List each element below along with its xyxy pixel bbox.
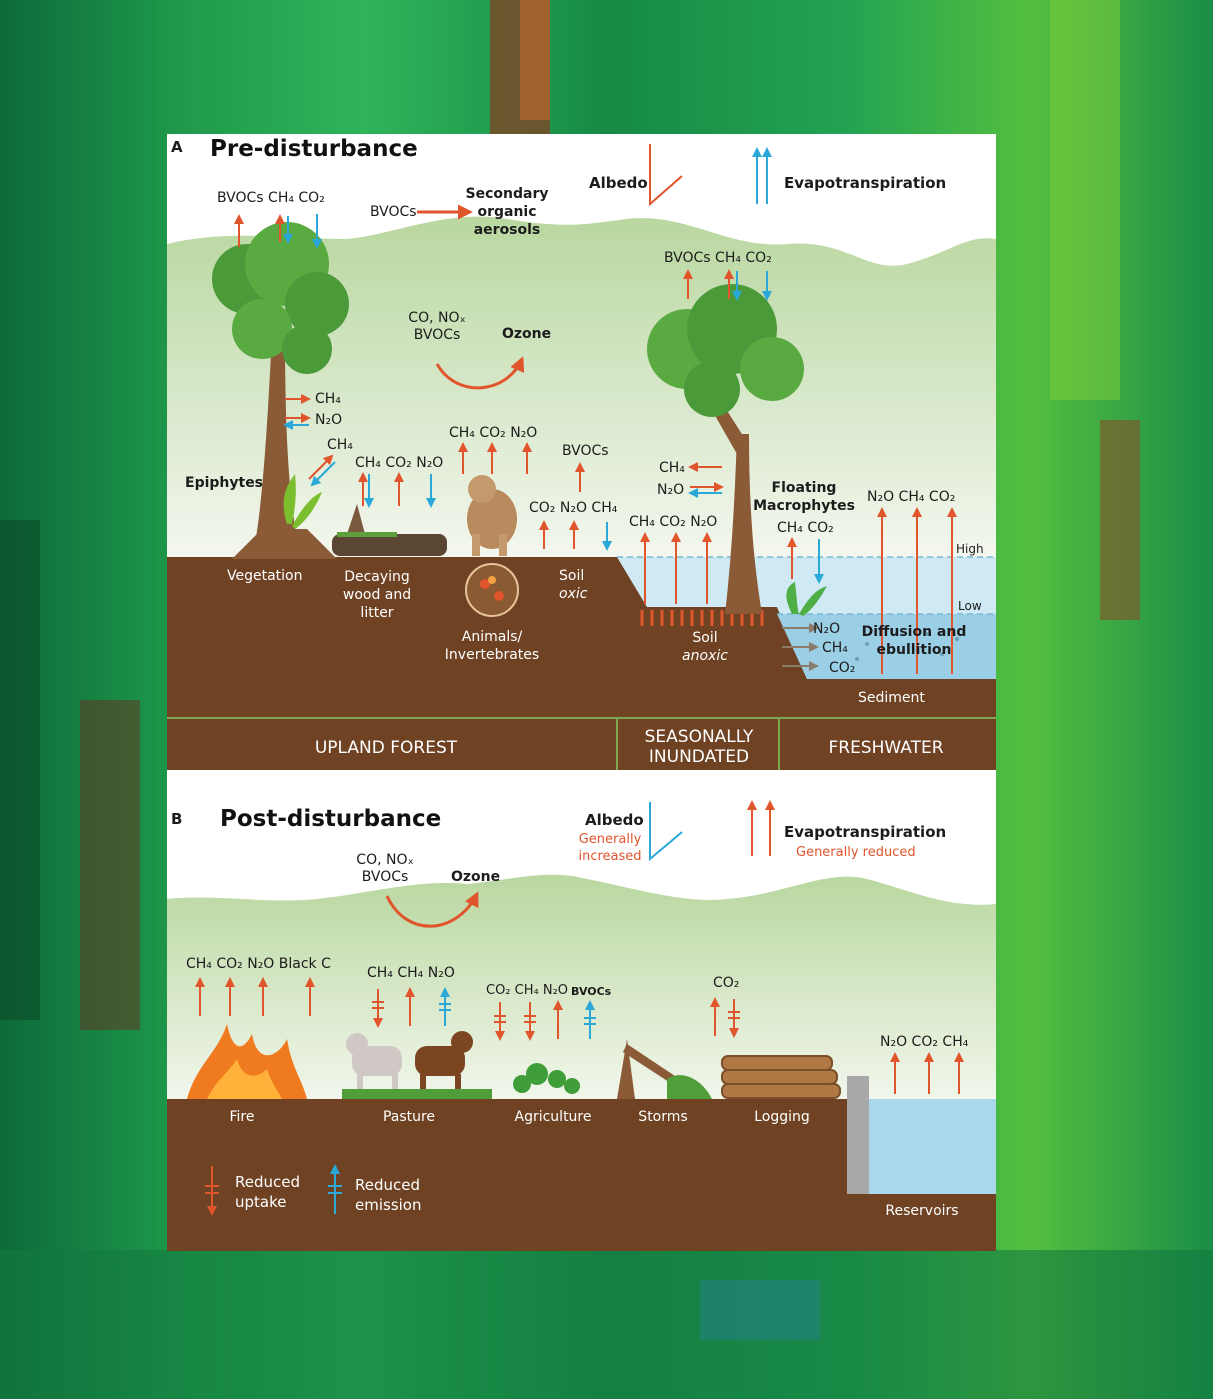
water-a-low — [777, 614, 996, 679]
storms-label: Storms — [638, 1109, 688, 1125]
pasture-fluxes: CH₄ CH₄ N₂O — [367, 965, 455, 981]
soil-fluxes: CO₂ N₂O CH₄ — [529, 500, 618, 516]
diagram-card: A Pre-disturbance BVOCs CH₄ CO₂ BVOCs Se… — [167, 134, 996, 1251]
fire-label: Fire — [229, 1109, 255, 1125]
sediment-ch4: CH₄ — [822, 640, 848, 656]
wood-fluxes: CH₄ CO₂ N₂O — [355, 455, 444, 471]
low-water-label: Low — [958, 599, 982, 613]
soil-bvocs: BVOCs — [562, 443, 609, 459]
ozone-precursors-b: CO, NOₓ BVOCs — [356, 852, 414, 885]
arrows-panel-b — [195, 800, 964, 1216]
albedo-note: Generally increased — [578, 832, 642, 864]
vegetation-label: Vegetation — [227, 568, 303, 584]
dam-wall — [847, 1076, 869, 1194]
grass — [342, 1089, 492, 1099]
zone-upland-forest: UPLAND FOREST — [314, 738, 458, 758]
oxic-label: oxic — [559, 586, 588, 602]
diffusion-label: Diffusion and ebullition — [861, 624, 967, 658]
cougar — [467, 475, 517, 556]
epiphyte-ch4: CH₄ — [327, 437, 353, 453]
freshwater-fluxes: N₂O CH₄ CO₂ — [867, 489, 956, 505]
inundated-fluxes: CH₄ CO₂ N₂O — [629, 514, 718, 530]
macrophyte-fluxes: CH₄ CO₂ — [777, 520, 834, 536]
soil-a — [167, 557, 996, 770]
fire — [187, 1024, 307, 1099]
soil-oxic-label: Soil — [559, 568, 585, 584]
stem-n2o: N₂O — [315, 412, 343, 428]
panel-b-title: Post-disturbance — [220, 806, 442, 832]
sediment-label: Sediment — [858, 690, 925, 706]
logging-co2: CO₂ — [713, 975, 740, 991]
macrophyte-plant — [786, 582, 827, 616]
trunk-ch4: CH₄ — [659, 460, 685, 476]
epiphytes-label: Epiphytes — [185, 475, 264, 491]
arrows-panel-a — [234, 144, 957, 674]
soil-b — [167, 1099, 996, 1251]
zone-freshwater: FRESHWATER — [828, 738, 944, 758]
crops — [513, 1063, 580, 1094]
fallen-tree — [617, 1039, 712, 1099]
ebullition-bubbles — [855, 632, 959, 661]
sediment-n2o: N₂O — [813, 621, 841, 637]
floating-macrophytes-label: Floating Macrophytes — [753, 480, 855, 514]
evap-note: Generally reduced — [796, 845, 916, 860]
tree2-fluxes: BVOCs CH₄ CO₂ — [664, 250, 772, 266]
reservoir-water — [869, 1099, 996, 1194]
agriculture-label: Agriculture — [514, 1109, 592, 1125]
agriculture-fluxes: CO₂ CH₄ N₂O — [486, 983, 569, 998]
evapotranspiration-label-b: Evapotranspiration — [784, 823, 947, 841]
ozone-label-a: Ozone — [502, 326, 552, 342]
pasture-label: Pasture — [382, 1109, 436, 1125]
invertebrates-icon — [465, 563, 519, 617]
cattle — [346, 1031, 473, 1099]
stem-ch4: CH₄ — [315, 391, 341, 407]
fire-fluxes: CH₄ CO₂ N₂O Black C — [186, 956, 331, 972]
albedo-label-b: Albedo — [585, 811, 644, 829]
evapotranspiration-label: Evapotranspiration — [784, 174, 947, 192]
reduced-emission-legend: Reduced emission — [355, 1176, 422, 1214]
logging-label: Logging — [754, 1109, 810, 1125]
hills-a — [167, 216, 996, 559]
panel-b-letter: B — [171, 810, 183, 828]
decaying-label: Decaying wood and litter — [342, 569, 412, 621]
hills-b — [167, 874, 996, 1099]
diagram-artwork — [167, 144, 996, 1251]
ozone-precursors-a: CO, NOₓ BVOCs — [408, 310, 466, 343]
animal-fluxes: CH₄ CO₂ N₂O — [449, 425, 538, 441]
animals-label: Animals/ Invertebrates — [444, 629, 540, 663]
sediment-co2: CO₂ — [829, 660, 856, 676]
panel-a-letter: A — [171, 138, 183, 156]
reservoirs-label: Reservoirs — [885, 1203, 959, 1219]
tree-inundated — [647, 284, 804, 614]
epiphyte-plant — [283, 474, 322, 529]
albedo-label: Albedo — [589, 174, 648, 192]
decaying-log — [332, 504, 447, 556]
high-water-label: High — [956, 542, 984, 556]
reservoir-fluxes: N₂O CO₂ CH₄ — [880, 1034, 969, 1050]
anoxic-label: anoxic — [682, 648, 728, 664]
panel-a-title: Pre-disturbance — [210, 136, 418, 162]
canopy-fluxes: BVOCs CH₄ CO₂ — [217, 190, 325, 206]
reduced-uptake-legend: Reduced uptake — [235, 1173, 301, 1211]
bvocs-label: BVOCs — [370, 204, 417, 220]
zone-seasonally-inundated: SEASONALLY INUNDATED — [644, 727, 754, 767]
trunk-n2o: N₂O — [657, 482, 685, 498]
soil-anoxic-label: Soil — [692, 630, 718, 646]
log-pile — [721, 1055, 841, 1099]
agriculture-bvocs: BVOCs — [571, 985, 612, 998]
soa-label: Secondary organic aerosols — [465, 186, 549, 238]
ozone-label-b: Ozone — [451, 869, 501, 885]
